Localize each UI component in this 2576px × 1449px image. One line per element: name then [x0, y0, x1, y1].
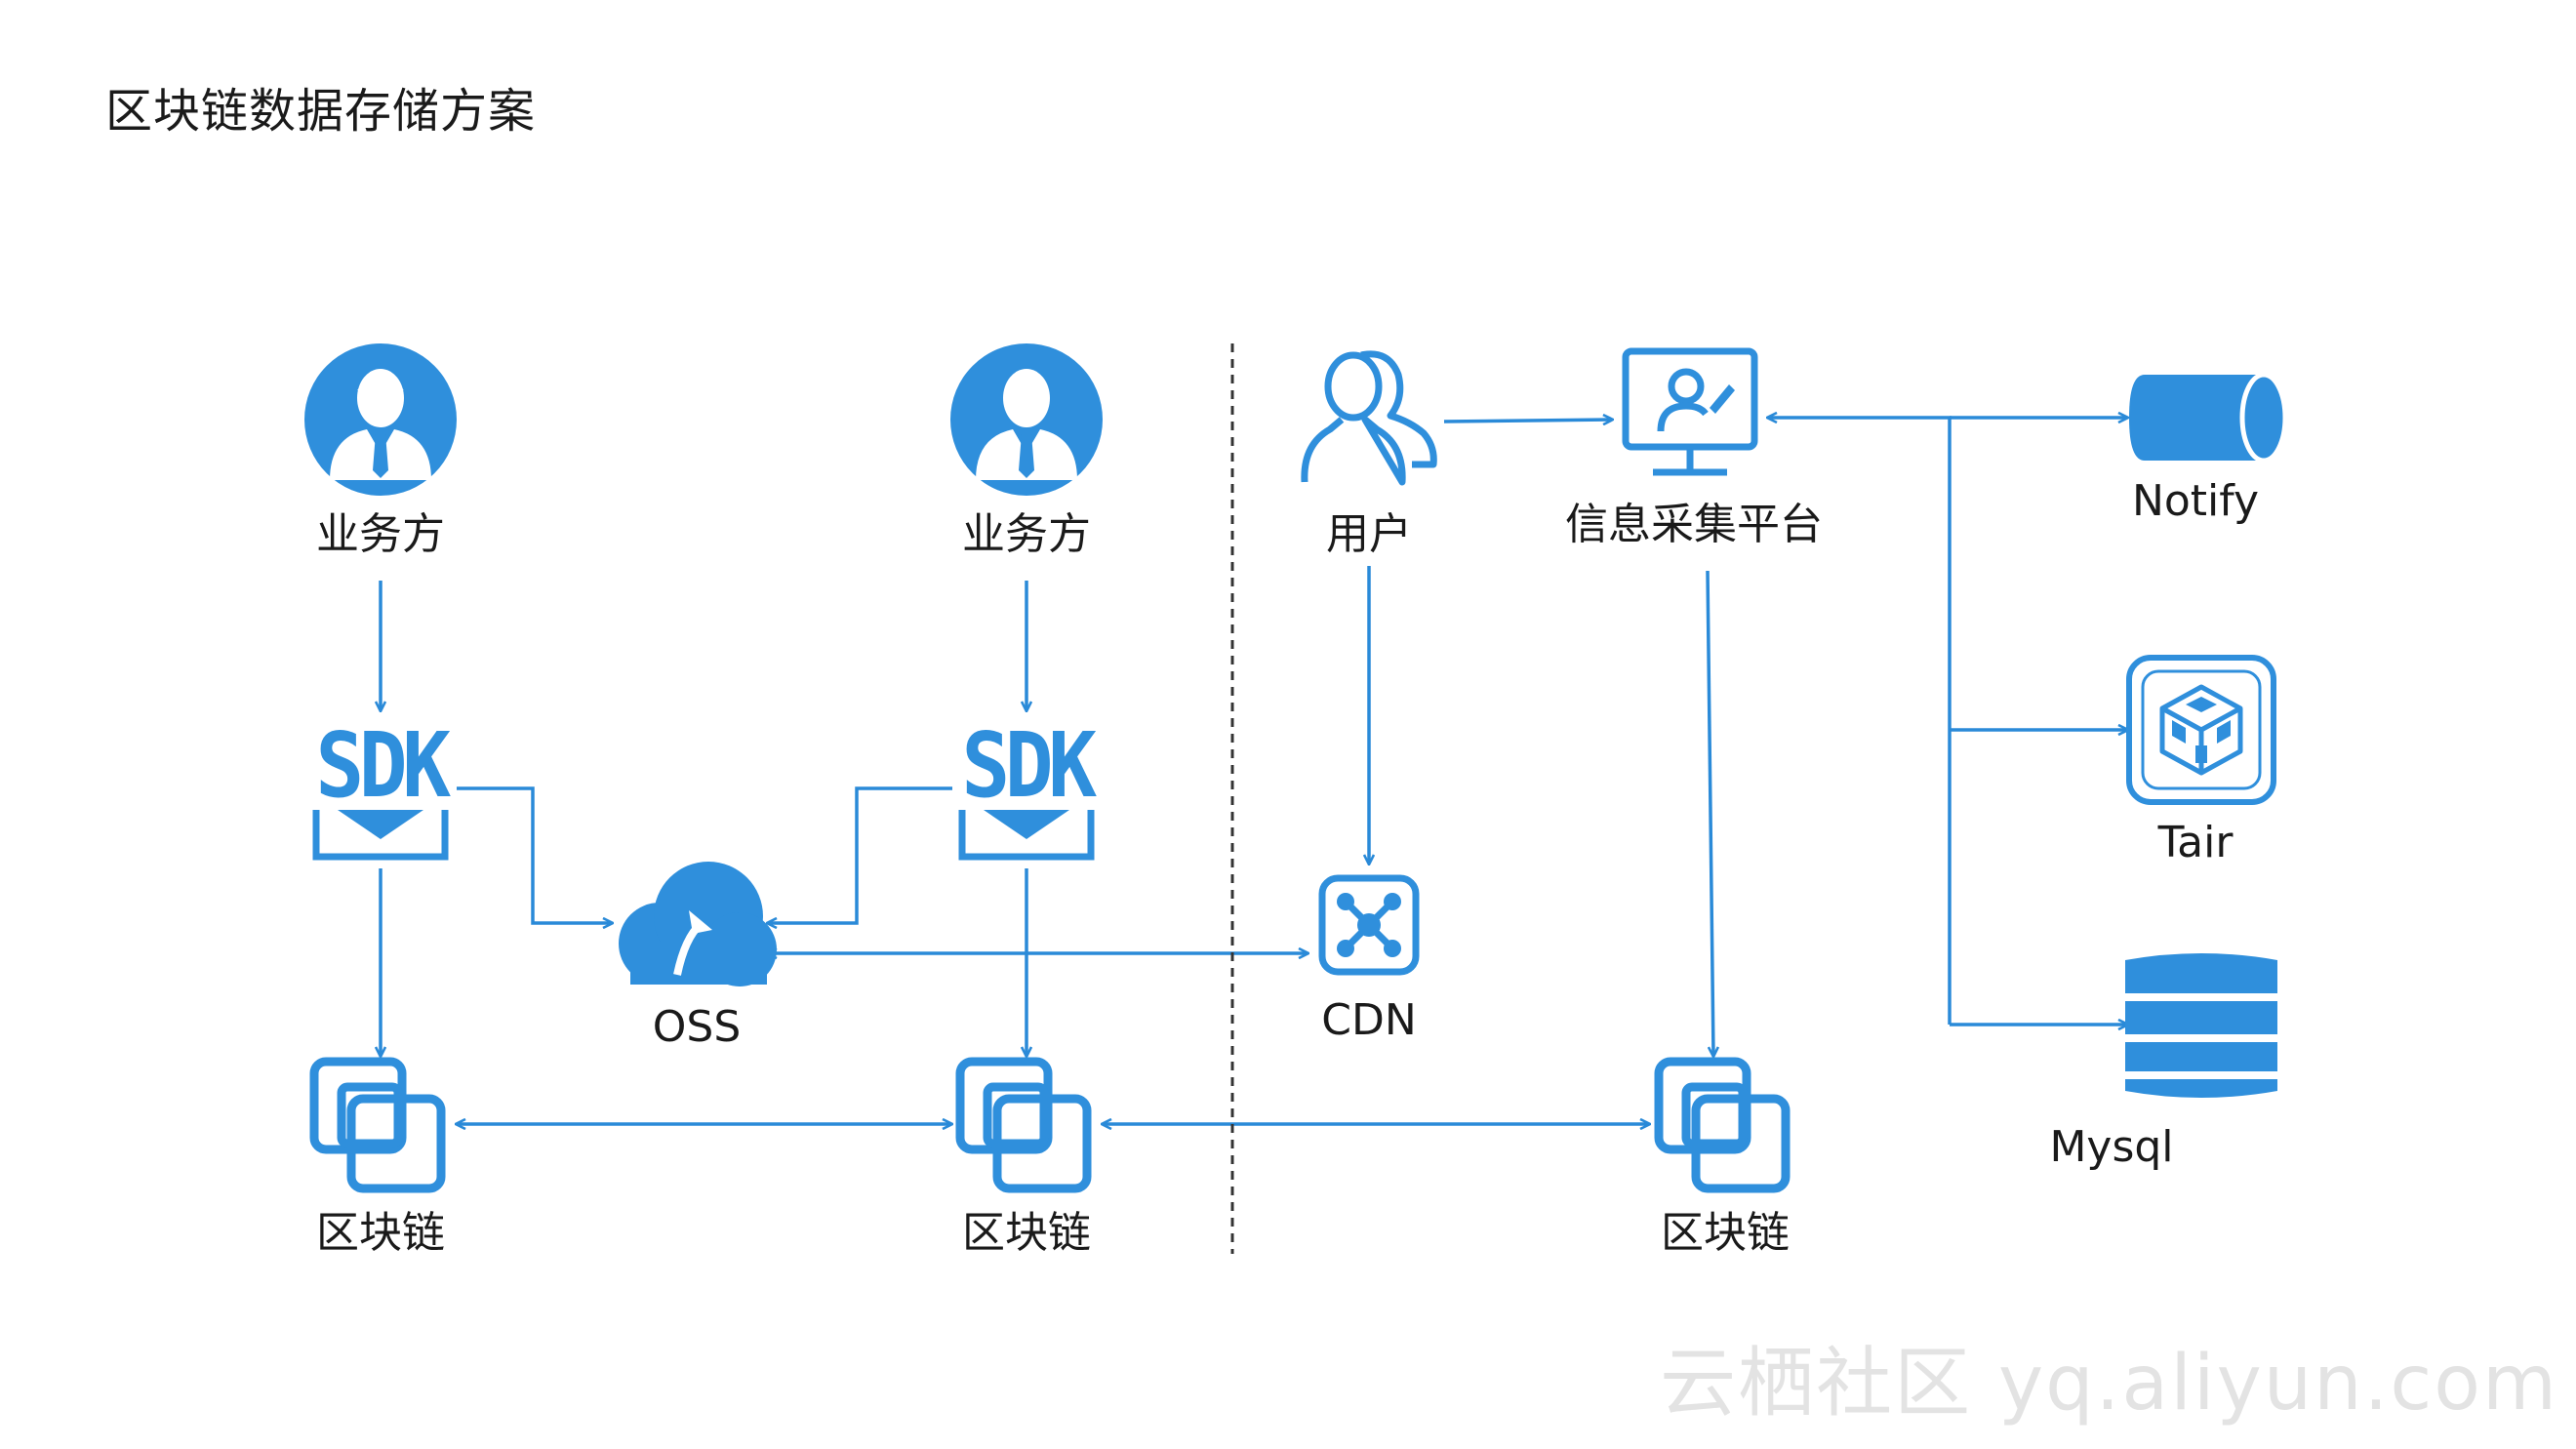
node-chain2: 区块链: [955, 1057, 1092, 1258]
node-label: Notify: [2132, 476, 2259, 526]
node-notify: Notify: [2129, 372, 2288, 526]
node-biz1: 业务方: [304, 343, 457, 559]
edge-sdk1-oss: [457, 786, 612, 923]
monitor-user-icon: [1622, 347, 1758, 476]
blockchain-icon: [1654, 1057, 1791, 1193]
cloud-upload-icon: [619, 862, 777, 986]
database-icon: [2125, 953, 2277, 1098]
node-label: CDN: [1321, 995, 1417, 1045]
node-label: Tair: [2157, 818, 2234, 867]
node-chain1: 区块链: [309, 1057, 446, 1258]
node-label: 业务方: [316, 509, 445, 559]
queue-cylinder-icon: [2129, 372, 2288, 463]
sdk-label: SDK: [315, 713, 451, 818]
edge-platform-chain3: [1706, 570, 1713, 1056]
node-oss: OSS: [619, 862, 777, 1052]
node-label: 区块链: [1661, 1208, 1790, 1258]
sdk-download-icon: SDK: [958, 713, 1103, 861]
node-sdk2: SDK: [958, 713, 1103, 861]
page-title: 区块链数据存储方案: [105, 84, 537, 139]
node-label: 业务方: [962, 509, 1091, 559]
node-label: 用户: [1326, 509, 1412, 559]
users-icon: [1301, 350, 1437, 486]
edge-user-platform: [1443, 420, 1612, 422]
node-label: 区块链: [962, 1208, 1091, 1258]
node-label: Mysql: [2049, 1122, 2173, 1172]
node-tair: Tair: [2126, 655, 2276, 867]
node-chain3: 区块链: [1654, 1057, 1791, 1258]
node-user: 用户: [1301, 350, 1437, 559]
blockchain-icon: [309, 1057, 446, 1193]
connectors: [381, 418, 2127, 1124]
node-label: OSS: [653, 1002, 742, 1052]
node-label: 区块链: [316, 1208, 445, 1258]
business-person-icon: [950, 343, 1103, 496]
node-label: 信息采集平台: [1565, 500, 1823, 549]
node-biz2: 业务方: [950, 343, 1103, 559]
sdk-label: SDK: [961, 713, 1097, 818]
cube-cache-icon: [2126, 655, 2276, 805]
sdk-download-icon: SDK: [312, 713, 457, 861]
node-sdk1: SDK: [312, 713, 457, 861]
business-person-icon: [304, 343, 457, 496]
node-info-platform: 信息采集平台: [1565, 347, 1823, 549]
node-mysql: Mysql: [2049, 953, 2277, 1172]
watermark: 云栖社区 yq.aliyun.com: [1660, 1340, 2558, 1428]
edge-sdk2-oss: [768, 786, 952, 923]
cdn-network-icon: [1318, 874, 1420, 976]
blockchain-icon: [955, 1057, 1092, 1193]
node-cdn: CDN: [1318, 874, 1420, 1045]
